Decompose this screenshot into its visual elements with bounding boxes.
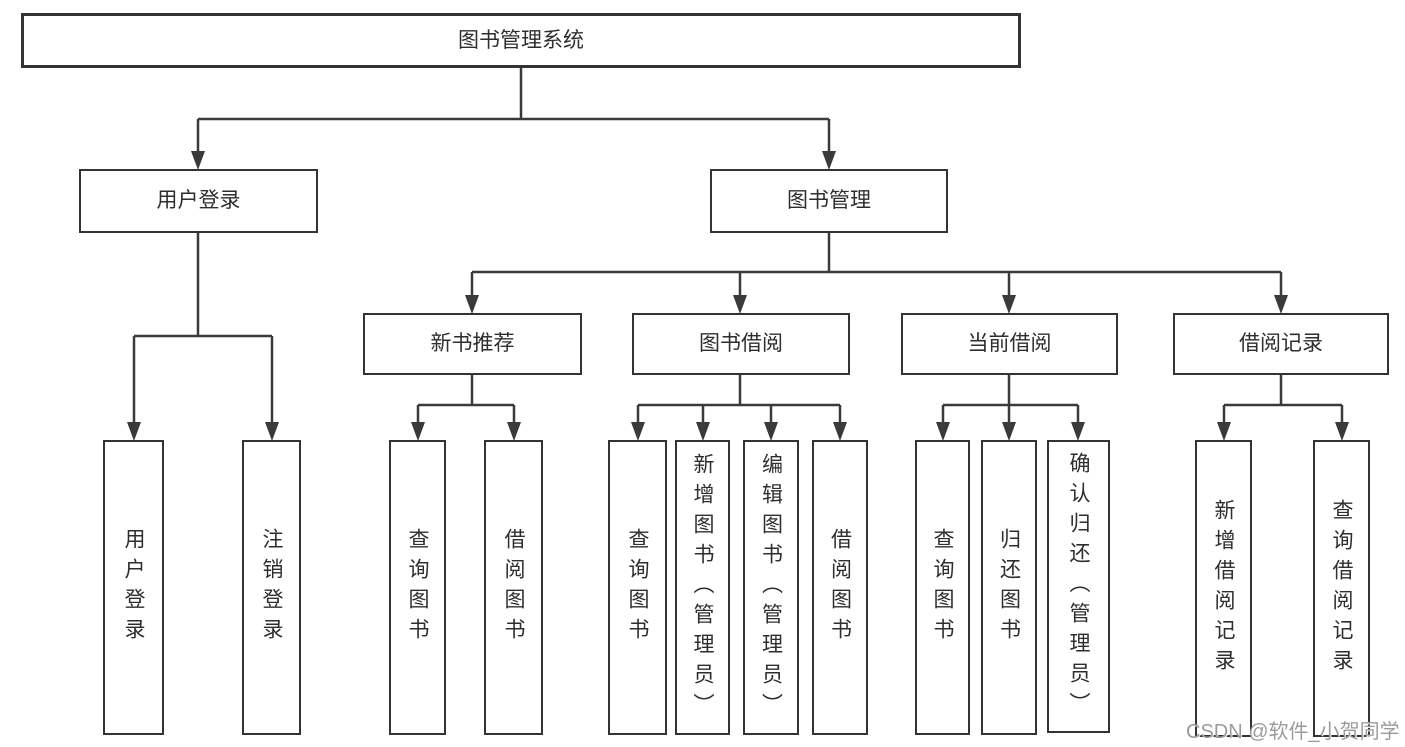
leaf-confirm-return-admin: 确认归还（管理员） (1047, 440, 1110, 733)
leaf-query-book-under-recommend: 查询图书 (389, 440, 446, 735)
leaf-edit-book-admin: 编辑图书（管理员） (743, 440, 799, 735)
leaf-query-book-under-current: 查询图书 (915, 440, 970, 735)
node-new-book-recommend: 新书推荐 (363, 313, 582, 375)
leaf-logout: 注销登录 (242, 440, 301, 735)
node-book-management: 图书管理 (710, 169, 948, 233)
leaf-add-borrow-record: 新增借阅记录 (1195, 440, 1252, 737)
leaf-borrow-book-under-recommend: 借阅图书 (484, 440, 543, 735)
leaf-user-login: 用户登录 (103, 440, 164, 735)
node-root-system: 图书管理系统 (21, 13, 1021, 68)
node-user-login: 用户登录 (79, 169, 318, 233)
leaf-borrow-book-under-borrowing: 借阅图书 (812, 440, 868, 735)
node-book-borrowing: 图书借阅 (632, 313, 850, 375)
leaf-query-borrow-record: 查询借阅记录 (1313, 440, 1370, 737)
csdn-watermark: CSDN @软件_小贺同学 (1186, 721, 1400, 743)
node-current-borrowing: 当前借阅 (901, 313, 1118, 375)
leaf-query-book-under-borrowing: 查询图书 (608, 440, 667, 735)
leaf-add-book-admin: 新增图书（管理员） (675, 440, 730, 735)
node-borrowing-records: 借阅记录 (1173, 313, 1389, 375)
leaf-return-book: 归还图书 (981, 440, 1037, 735)
